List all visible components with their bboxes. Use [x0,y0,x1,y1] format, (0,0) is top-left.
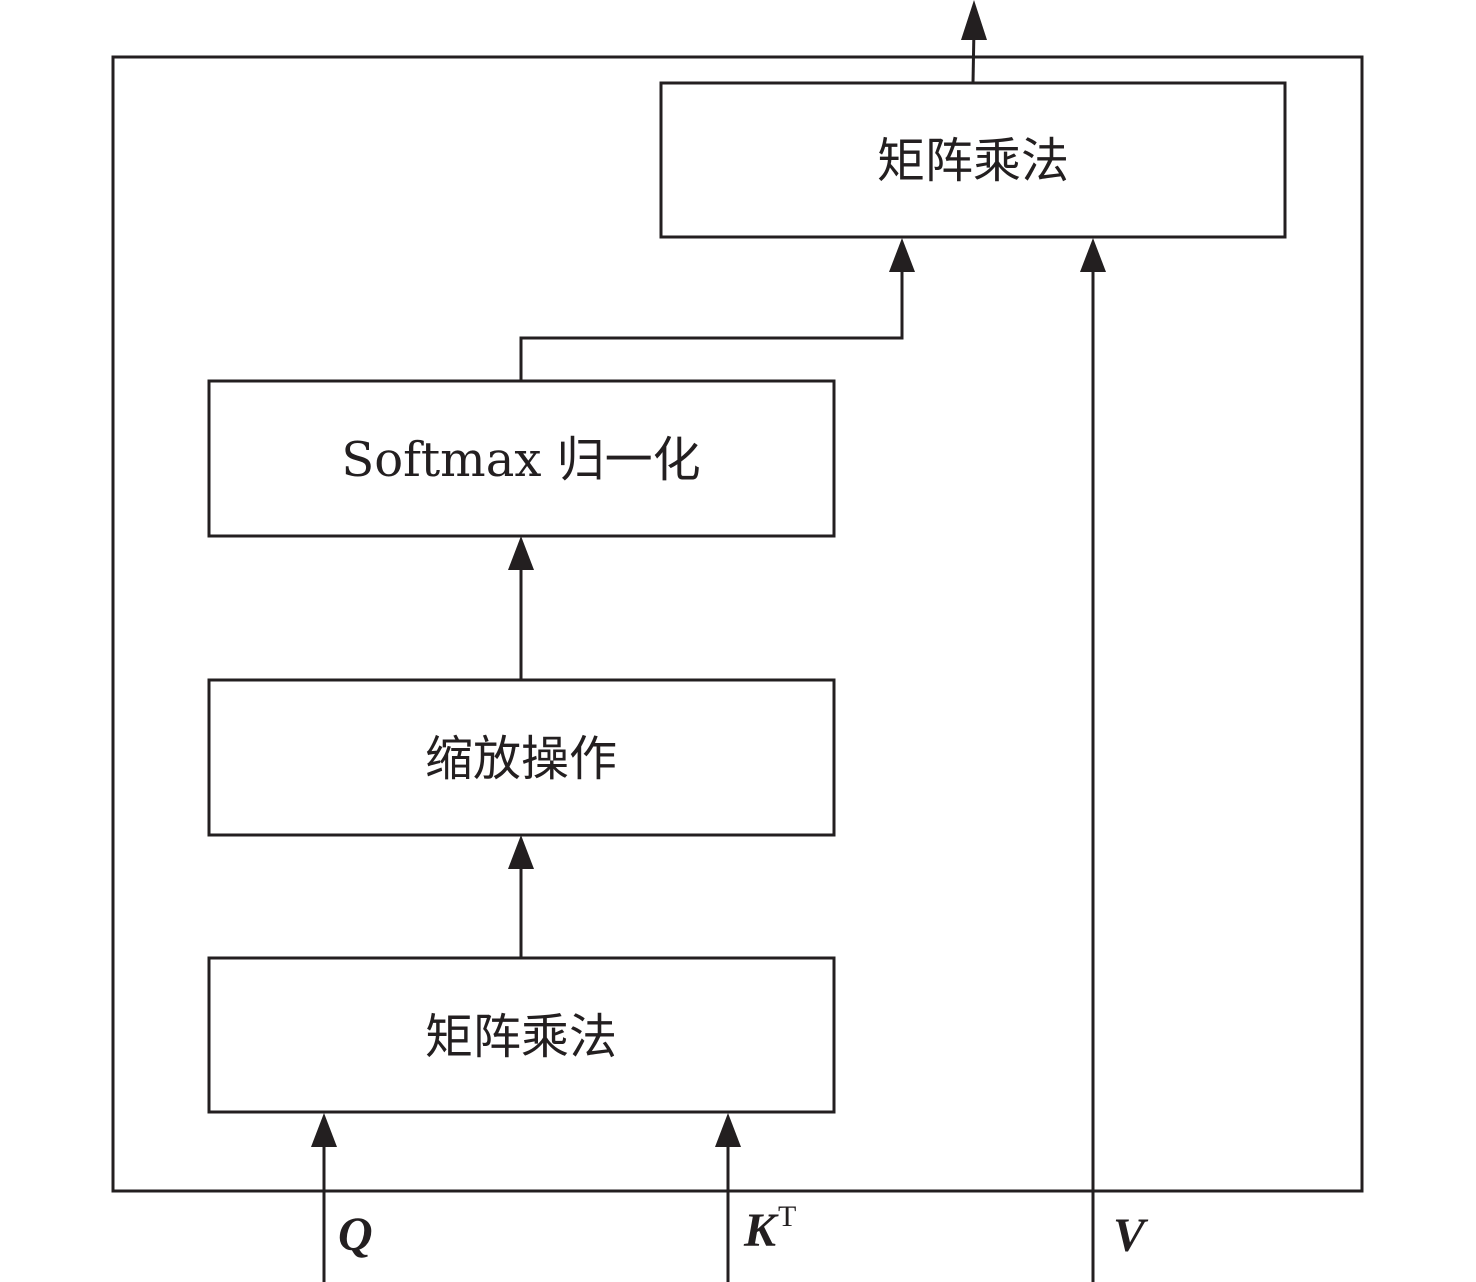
transpose-superscript: T [778,1200,796,1233]
matmul-bottom-block: 矩阵乘法 [207,956,836,1114]
softmax-to-matmul-arrow [519,238,915,381]
matmul-to-scale-arrow [508,835,534,958]
q-input-arrow [311,1113,337,1282]
matmul-bottom-label: 矩阵乘法 [425,1009,617,1065]
k-label: K [743,1204,779,1257]
scale-label: 缩放操作 [425,731,617,787]
softmax-block: Softmax 归一化 [207,379,836,538]
scale-to-softmax-arrow [508,536,534,680]
matmul-top-label: 矩阵乘法 [877,133,1069,189]
scale-block: 缩放操作 [207,678,836,837]
output-arrow [961,0,987,84]
outer-frame [111,55,1364,1193]
k-input-arrow [715,1113,741,1282]
q-label: Q [338,1208,373,1261]
k-transpose-label: KT [743,1200,796,1257]
v-input-arrow [1080,238,1106,1282]
matmul-top-block: 矩阵乘法 [659,81,1287,239]
softmax-label: Softmax 归一化 [341,432,700,488]
v-label: V [1113,1209,1149,1262]
